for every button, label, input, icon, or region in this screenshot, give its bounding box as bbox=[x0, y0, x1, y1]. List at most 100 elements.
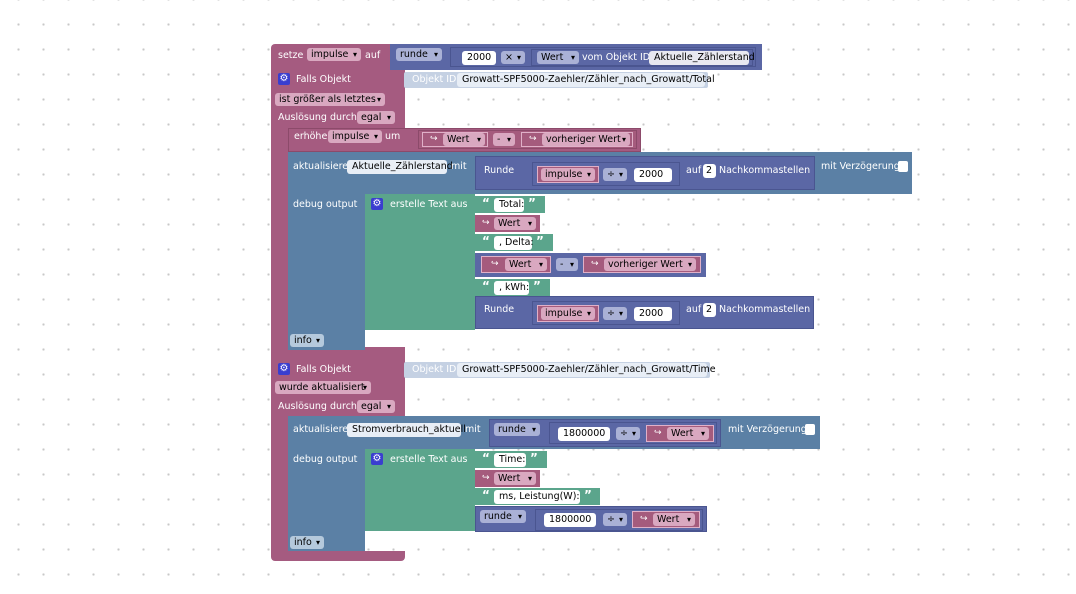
nachkommastellen-label: Nachkommastellen bbox=[719, 165, 811, 176]
condition-dropdown[interactable]: wurde aktualisiert bbox=[275, 381, 371, 394]
auf-label: auf bbox=[686, 165, 702, 176]
delay-checkbox[interactable] bbox=[805, 424, 815, 435]
aktualisiere-target-field[interactable]: Aktuelle_Zählerstand bbox=[347, 160, 453, 174]
number-2000-field-2[interactable]: 2000 bbox=[634, 307, 672, 321]
trigger-block-2-spine bbox=[271, 416, 288, 556]
info-level-dropdown[interactable]: info bbox=[290, 536, 324, 549]
ausloesung-dropdown[interactable]: egal bbox=[357, 400, 395, 413]
text-kwh-field[interactable]: , kWh: bbox=[494, 281, 529, 295]
return-arrow-icon: ↪ bbox=[482, 473, 490, 483]
falls-objekt-label: Falls Objekt bbox=[296, 364, 351, 375]
number-2000-field[interactable]: 2000 bbox=[462, 51, 496, 65]
return-arrow-icon: ↪ bbox=[491, 259, 499, 269]
decimals-field-2[interactable]: 2 bbox=[703, 303, 716, 317]
trigger-block-1-spine bbox=[271, 128, 288, 350]
open-quote-icon: “ bbox=[482, 234, 490, 248]
objekt-id-label: Objekt ID bbox=[412, 74, 457, 85]
wert-dropdown-3[interactable]: Wert bbox=[653, 513, 695, 526]
ausloesung-durch-label: Auslösung durch bbox=[278, 112, 357, 123]
delay-checkbox[interactable] bbox=[898, 161, 908, 172]
close-quote-icon: ” bbox=[536, 234, 544, 248]
debug-output-block-2[interactable] bbox=[288, 449, 365, 551]
divide-operator-dropdown[interactable]: ÷ bbox=[603, 168, 627, 181]
decimals-field[interactable]: 2 bbox=[703, 164, 716, 178]
return-arrow-icon: ↪ bbox=[591, 259, 599, 269]
auf-label-2: auf bbox=[686, 304, 702, 315]
mit-label: mit bbox=[451, 161, 467, 172]
runde-operator-dropdown-2[interactable]: runde bbox=[480, 510, 526, 523]
wert-property-dropdown[interactable]: Wert bbox=[537, 51, 579, 64]
mit-label: mit bbox=[465, 424, 481, 435]
divide-operator-dropdown[interactable]: ÷ bbox=[616, 427, 640, 440]
minus-operator-dropdown-2[interactable]: - bbox=[556, 258, 578, 271]
divide-operator-dropdown-2[interactable]: ÷ bbox=[603, 307, 627, 320]
falls-objekt-label: Falls Objekt bbox=[296, 74, 351, 85]
vorheriger-wert-dropdown[interactable]: vorheriger Wert bbox=[542, 133, 630, 146]
text-delta-field[interactable]: , Delta: bbox=[494, 236, 534, 250]
objekt-id-total-field[interactable]: Growatt-SPF5000-Zaehler/Zähler_nach_Grow… bbox=[457, 73, 715, 87]
trigger-block-2-foot bbox=[271, 551, 405, 561]
gear-icon[interactable]: ⚙ bbox=[278, 363, 290, 375]
divide-operator-dropdown-2[interactable]: ÷ bbox=[603, 513, 627, 526]
impulse-dropdown-2[interactable]: impulse bbox=[541, 307, 595, 320]
return-arrow-icon: ↪ bbox=[482, 218, 490, 228]
wert-dropdown-3[interactable]: Wert bbox=[505, 258, 547, 271]
number-1800000-field[interactable]: 1800000 bbox=[558, 427, 610, 441]
ausloesung-dropdown[interactable]: egal bbox=[357, 111, 395, 124]
runde-operator-dropdown[interactable]: runde bbox=[396, 48, 442, 61]
wert-dropdown-2[interactable]: Wert bbox=[494, 217, 536, 230]
close-quote-icon: ” bbox=[584, 488, 592, 502]
text-total-field[interactable]: Total: bbox=[494, 198, 524, 212]
aktualisiere-label: aktualisiere bbox=[293, 424, 349, 435]
mit-verzoegerung-label: mit Verzögerung bbox=[821, 161, 900, 172]
multiply-operator-dropdown[interactable]: × bbox=[501, 51, 525, 64]
aktuelle-zaehlerstand-field[interactable]: Aktuelle_Zählerstand bbox=[649, 51, 755, 65]
aktualisiere-label: aktualisiere bbox=[293, 161, 349, 172]
open-quote-icon: “ bbox=[482, 279, 490, 293]
gear-icon[interactable]: ⚙ bbox=[278, 73, 290, 85]
debug-output-label: debug output bbox=[293, 454, 358, 465]
gear-icon[interactable]: ⚙ bbox=[371, 198, 383, 210]
nachkommastellen-label-2: Nachkommastellen bbox=[719, 304, 811, 315]
aktualisiere-target-field[interactable]: Stromverbrauch_aktuell bbox=[347, 423, 466, 437]
mit-verzoegerung-label: mit Verzögerung bbox=[728, 424, 807, 435]
wert-dropdown-2[interactable]: Wert bbox=[494, 472, 536, 485]
info-level-dropdown[interactable]: info bbox=[290, 334, 324, 347]
minus-operator-dropdown[interactable]: - bbox=[493, 133, 515, 146]
number-2000-field[interactable]: 2000 bbox=[634, 168, 672, 182]
text-join-block[interactable] bbox=[365, 194, 475, 330]
impulse-dropdown[interactable]: impulse bbox=[541, 168, 595, 181]
ausloesung-durch-label: Auslösung durch bbox=[278, 401, 357, 412]
runde-label: Runde bbox=[484, 165, 515, 176]
erstelle-text-aus-label: erstelle Text aus bbox=[390, 454, 468, 465]
erhoehe-variable-dropdown[interactable]: impulse bbox=[328, 130, 382, 143]
wert-dropdown[interactable]: Wert bbox=[667, 427, 709, 440]
debug-output-label: debug output bbox=[293, 199, 358, 210]
auf-label: auf bbox=[365, 50, 381, 61]
objekt-id-label: Objekt ID bbox=[412, 364, 457, 375]
setze-label: setze bbox=[278, 50, 304, 61]
open-quote-icon: “ bbox=[482, 451, 490, 465]
runde-operator-dropdown[interactable]: runde bbox=[494, 423, 540, 436]
close-quote-icon: ” bbox=[528, 196, 536, 210]
return-arrow-icon: ↪ bbox=[640, 514, 648, 524]
objekt-id-time-field[interactable]: Growatt-SPF5000-Zaehler/Zähler_nach_Grow… bbox=[457, 363, 716, 377]
vorheriger-wert-dropdown-2[interactable]: vorheriger Wert bbox=[604, 258, 696, 271]
open-quote-icon: “ bbox=[482, 196, 490, 210]
text-time-field[interactable]: Time: bbox=[494, 453, 526, 467]
erhoehe-label: erhöhe bbox=[294, 131, 328, 142]
debug-output-block[interactable] bbox=[288, 194, 365, 350]
close-quote-icon: ” bbox=[530, 451, 538, 465]
return-arrow-icon: ↪ bbox=[430, 134, 438, 144]
gear-icon[interactable]: ⚙ bbox=[371, 453, 383, 465]
text-ms-field[interactable]: ms, Leistung(W): bbox=[494, 490, 580, 504]
number-1800000-field-2[interactable]: 1800000 bbox=[544, 513, 596, 527]
condition-dropdown[interactable]: ist größer als letztes bbox=[275, 93, 385, 106]
wert-dropdown[interactable]: Wert bbox=[443, 133, 485, 146]
impulse-variable-dropdown[interactable]: impulse bbox=[307, 48, 361, 61]
close-quote-icon: ” bbox=[533, 279, 541, 293]
text-join-block-2[interactable] bbox=[365, 449, 475, 531]
erstelle-text-aus-label: erstelle Text aus bbox=[390, 199, 468, 210]
return-arrow-icon: ↪ bbox=[529, 134, 537, 144]
return-arrow-icon: ↪ bbox=[654, 428, 662, 438]
